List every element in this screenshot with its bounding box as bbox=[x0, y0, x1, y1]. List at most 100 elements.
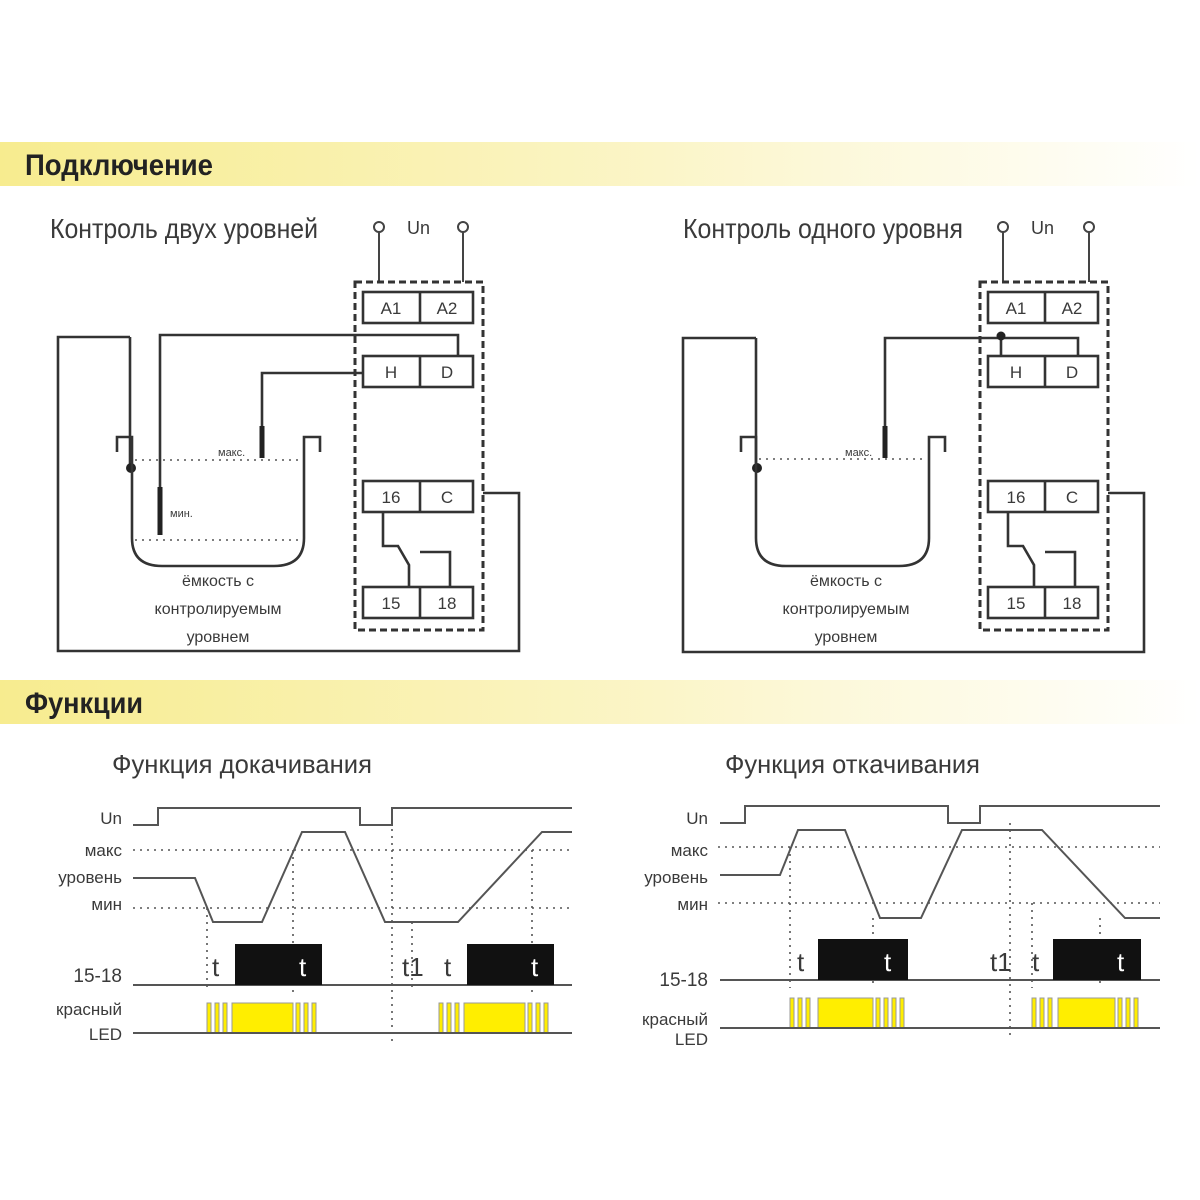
timing-title: Функция докачивания bbox=[112, 749, 372, 779]
junction-dot-icon bbox=[996, 331, 1006, 341]
wiring-diagram-one-level: Контроль одного уровня Un макс. ёмкость … bbox=[681, 213, 1146, 654]
terminal-label: 15 bbox=[1007, 594, 1026, 613]
led-blink-pulse bbox=[295, 1002, 301, 1034]
terminal-label: A2 bbox=[437, 299, 458, 318]
tank-caption-line: уровнем bbox=[187, 629, 250, 646]
led-on-block bbox=[231, 1002, 294, 1034]
relay-contact-icon bbox=[381, 512, 452, 587]
terminal-label: C bbox=[441, 488, 453, 507]
led-blink-pulse bbox=[1125, 997, 1131, 1029]
terminal-label: A2 bbox=[1062, 299, 1083, 318]
interval-label: t bbox=[444, 952, 452, 982]
tank-caption-line: ёмкость с bbox=[182, 573, 254, 590]
led-signal bbox=[206, 1002, 549, 1034]
terminal-block: A1 A2 H D 16 C 15 18 bbox=[986, 290, 1100, 620]
led-on-block bbox=[463, 1002, 526, 1034]
timing-diagram-drain: Функция откачивания Un макс уровень мин … bbox=[642, 749, 1160, 1049]
led-blink-pulse bbox=[454, 1002, 460, 1034]
row-label-led: красный bbox=[56, 1000, 122, 1019]
led-blink-pulse bbox=[891, 997, 897, 1029]
row-label-un: Un bbox=[686, 809, 708, 828]
terminal-label: 16 bbox=[1007, 488, 1026, 507]
level-signal bbox=[133, 831, 572, 923]
relay-contact-icon bbox=[1006, 512, 1077, 587]
interval-label: t bbox=[1117, 947, 1125, 977]
terminal-label: A1 bbox=[381, 299, 402, 318]
led-blink-pulse bbox=[1031, 997, 1037, 1029]
supply-terminal-icon bbox=[457, 221, 469, 233]
led-blink-pulse bbox=[1117, 997, 1123, 1029]
terminal-block: A1 A2 H D 16 C 15 18 bbox=[361, 290, 475, 620]
relay-on-pulse bbox=[467, 944, 554, 985]
led-blink-pulse bbox=[535, 1002, 541, 1034]
terminal-label: D bbox=[441, 363, 453, 382]
row-label-led: LED bbox=[89, 1025, 122, 1044]
max-level-label: макс. bbox=[218, 447, 245, 459]
led-blink-pulse bbox=[303, 1002, 309, 1034]
wiring-title: Контроль одного уровня bbox=[683, 213, 963, 244]
tank-caption-line: ёмкость с bbox=[810, 573, 882, 590]
supply-terminal-icon bbox=[997, 221, 1009, 233]
tank-caption-line: контролируемым bbox=[783, 601, 910, 618]
relay-on-pulse bbox=[818, 939, 908, 980]
tank-caption-line: контролируемым bbox=[155, 601, 282, 618]
row-label-led: LED bbox=[675, 1030, 708, 1049]
interval-label: t1 bbox=[402, 952, 424, 982]
interval-label: t bbox=[212, 952, 220, 982]
tank-caption-line: уровнем bbox=[815, 629, 878, 646]
wiring-title: Контроль двух уровней bbox=[50, 213, 318, 244]
section-band-functions bbox=[0, 680, 1200, 724]
led-blink-pulse bbox=[789, 997, 795, 1029]
row-label-min: мин bbox=[91, 895, 122, 914]
supply-label: Un bbox=[1031, 218, 1054, 238]
min-level-label: мин. bbox=[170, 508, 193, 520]
led-blink-pulse bbox=[1047, 997, 1053, 1029]
interval-label: t bbox=[299, 952, 307, 982]
led-blink-pulse bbox=[883, 997, 889, 1029]
terminal-label: 18 bbox=[438, 594, 457, 613]
terminal-label: 18 bbox=[1063, 594, 1082, 613]
row-label-un: Un bbox=[100, 809, 122, 828]
terminal-label: H bbox=[385, 363, 397, 382]
relay-housing bbox=[353, 280, 485, 632]
led-blink-pulse bbox=[797, 997, 803, 1029]
terminal-label: D bbox=[1066, 363, 1078, 382]
section-title-connection: Подключение bbox=[25, 149, 213, 182]
row-label-max: макс bbox=[671, 841, 709, 860]
row-label-max: макс bbox=[85, 841, 123, 860]
led-on-block bbox=[817, 997, 874, 1029]
supply-signal bbox=[133, 807, 572, 826]
led-signal bbox=[789, 997, 1139, 1029]
supply-signal bbox=[720, 805, 1160, 824]
led-blink-pulse bbox=[805, 997, 811, 1029]
led-blink-pulse bbox=[1133, 997, 1139, 1029]
relay-on-pulse bbox=[235, 944, 322, 985]
led-blink-pulse bbox=[222, 1002, 228, 1034]
timing-diagram-fill: Функция докачивания Un макс уровень мин … bbox=[56, 749, 572, 1044]
terminal-label: H bbox=[1010, 363, 1022, 382]
led-blink-pulse bbox=[446, 1002, 452, 1034]
led-blink-pulse bbox=[543, 1002, 549, 1034]
tank-icon bbox=[115, 435, 322, 568]
terminal-label: A1 bbox=[1006, 299, 1027, 318]
section-title-functions: Функции bbox=[25, 687, 143, 720]
interval-label: t bbox=[797, 947, 805, 977]
row-label-led: красный bbox=[642, 1010, 708, 1029]
relay-housing bbox=[978, 280, 1110, 632]
interval-label: t1 bbox=[990, 947, 1012, 977]
led-blink-pulse bbox=[214, 1002, 220, 1034]
timing-title: Функция откачивания bbox=[725, 749, 980, 779]
supply-terminal-icon bbox=[373, 221, 385, 233]
led-blink-pulse bbox=[1039, 997, 1045, 1029]
tank-icon bbox=[739, 435, 947, 568]
terminal-label: 15 bbox=[382, 594, 401, 613]
level-signal bbox=[720, 829, 1160, 919]
row-label-relay: 15-18 bbox=[659, 970, 708, 991]
led-blink-pulse bbox=[311, 1002, 317, 1034]
terminal-label: 16 bbox=[382, 488, 401, 507]
wiring-diagram-two-levels: Контроль двух уровней Un макс. мин. ёмко… bbox=[50, 213, 521, 653]
row-label-relay: 15-18 bbox=[73, 966, 122, 987]
led-blink-pulse bbox=[206, 1002, 212, 1034]
interval-label: t bbox=[884, 947, 892, 977]
